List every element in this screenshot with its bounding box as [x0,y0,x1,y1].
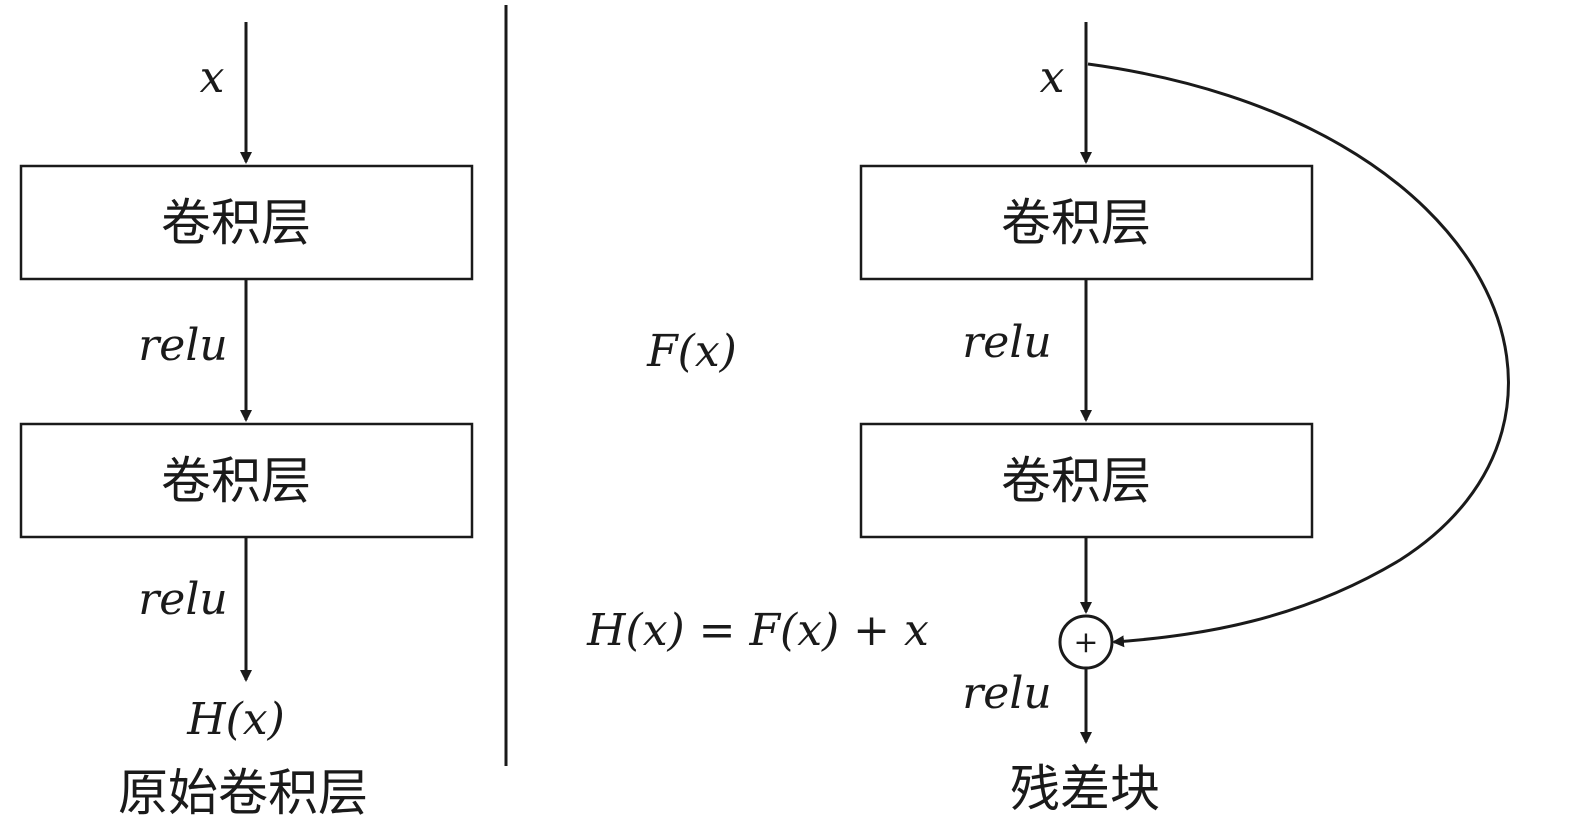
left-relu-label-2: relu [138,574,227,625]
right-conv-box-1 [859,164,1314,281]
left-output-label: H(x) [186,694,285,745]
sum-equation-label: H(x) = F(x) + x [586,605,929,656]
left-input-label: x [200,52,225,103]
right-relu-label-1: relu [962,317,1051,368]
right-conv-box-2-label: 卷积层 [1001,452,1151,510]
right-caption: 残差块 [1010,760,1160,818]
right-conv-box-1-label: 卷积层 [1001,194,1151,252]
adder-plus-icon: + [1073,625,1098,660]
left-conv-box-2 [19,422,474,539]
right-relu-label-out: relu [962,668,1051,719]
right-input-label: x [1040,52,1065,103]
residual-function-label: F(x) [646,326,737,377]
left-caption: 原始卷积层 [118,764,368,822]
left-relu-label-1: relu [138,320,227,371]
skip-connection-arrow [1087,62,1510,648]
residual-block-panel: x 卷积层 relu F(x) 卷积层 + H(x) = F(x) + x re… [586,22,1510,818]
original-conv-panel: x 卷积层 relu 卷积层 relu H(x) 原始卷积层 [19,22,474,822]
left-conv-box-2-label: 卷积层 [161,452,311,510]
right-conv-box-2 [859,422,1314,539]
left-conv-box-1-label: 卷积层 [161,194,311,252]
